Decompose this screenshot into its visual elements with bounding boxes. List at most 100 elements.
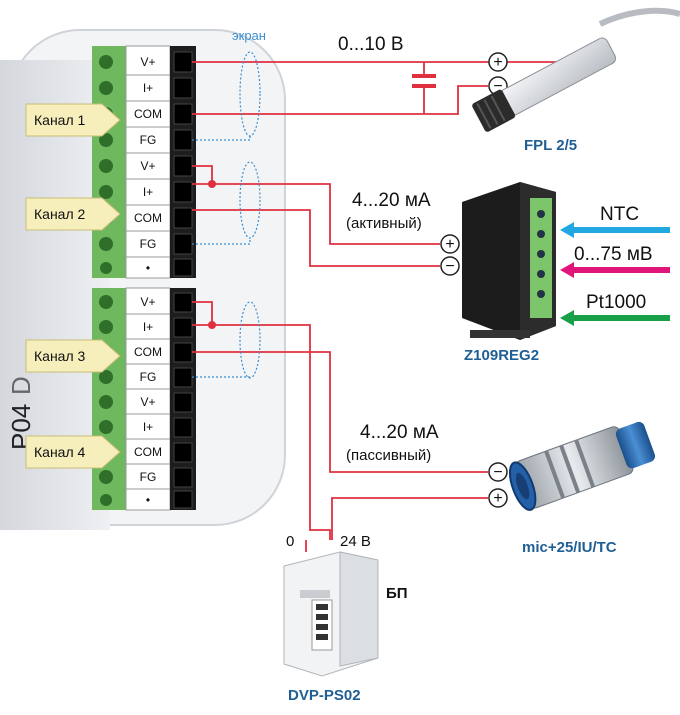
channel-tag-2: Канал 2 bbox=[25, 197, 121, 231]
terminal-block-bottom-labels bbox=[125, 287, 171, 511]
screw-icon bbox=[99, 55, 113, 69]
bp-label: БП bbox=[386, 585, 408, 602]
terminal-label: I+ bbox=[143, 320, 153, 334]
shield-wire-ch2 bbox=[192, 238, 251, 245]
input-ntc: NTC bbox=[560, 204, 670, 238]
arrow-left-icon bbox=[560, 262, 574, 278]
terminal-label: FG bbox=[140, 133, 157, 147]
terminal-label: V+ bbox=[140, 295, 155, 309]
terminal-label: I+ bbox=[143, 81, 153, 95]
terminal-row: V+ bbox=[99, 51, 193, 76]
wire-ps-24v bbox=[331, 497, 488, 540]
channel-tag-4: Канал 4 bbox=[25, 435, 121, 469]
ekran-label: экран bbox=[232, 28, 266, 43]
arrow-left-icon bbox=[560, 222, 574, 238]
svg-text:+: + bbox=[493, 490, 502, 507]
terminal-row: I+ bbox=[99, 77, 193, 102]
wire-ch3-bridge bbox=[192, 301, 213, 325]
screw-icon bbox=[99, 320, 113, 334]
minus-icon: − bbox=[440, 256, 460, 276]
ntc-label: NTC bbox=[600, 204, 639, 225]
dvp-ps02: БП DVP-PS02 bbox=[283, 551, 408, 704]
mic-sensor: mic+25/IU/TC bbox=[508, 421, 656, 556]
shield-loop-ch3 bbox=[239, 301, 261, 379]
channel-label: Канал 3 bbox=[34, 348, 86, 364]
active-note: (активный) bbox=[346, 215, 422, 232]
arrow-left-icon bbox=[560, 310, 574, 326]
screw-icon bbox=[99, 81, 113, 95]
z109reg2-converter: Z109REG2 bbox=[462, 182, 556, 364]
terminal-label: COM bbox=[134, 107, 162, 121]
mv-label: 0...75 мВ bbox=[574, 244, 653, 265]
current-active-label: 4...20 мА bbox=[352, 190, 431, 211]
minus-icon: − bbox=[488, 462, 508, 482]
svg-text:+: + bbox=[445, 236, 454, 253]
screw-icon bbox=[99, 395, 113, 409]
channel-label: Канал 4 bbox=[34, 444, 86, 460]
svg-text:−: − bbox=[493, 78, 502, 95]
wire-ch2-com bbox=[192, 209, 440, 267]
wire-ch2-bridge bbox=[192, 165, 213, 184]
fpl-filter-cap bbox=[472, 89, 516, 132]
ps-24v-label: 24 В bbox=[340, 533, 371, 550]
polarity-markers: + − + − − + bbox=[440, 52, 508, 508]
plus-icon: + bbox=[440, 234, 460, 254]
terminal-block-top-labels bbox=[125, 45, 171, 279]
screw-icon bbox=[99, 470, 113, 484]
wire-ch3-com bbox=[192, 351, 488, 473]
screw-icon bbox=[99, 185, 113, 199]
shield-wire-ch1 bbox=[192, 136, 251, 141]
wire-ch1-com bbox=[192, 85, 488, 115]
capacitor-icon bbox=[412, 74, 436, 88]
terminal-row: I+ bbox=[99, 317, 193, 340]
mic-connector bbox=[615, 421, 656, 469]
channel-tag-1: Канал 1 bbox=[25, 103, 121, 137]
wire-ch2-iplus bbox=[192, 183, 440, 245]
screw-icon bbox=[99, 295, 113, 309]
terminal-label: • bbox=[146, 493, 150, 507]
channel-label: Канал 1 bbox=[34, 112, 86, 128]
fpl-device-label: FPL 2/5 bbox=[524, 137, 577, 154]
terminal-label: FG bbox=[140, 370, 157, 384]
wires bbox=[192, 61, 590, 552]
current-passive-label: 4...20 мА bbox=[360, 422, 439, 443]
terminal-row: • bbox=[100, 258, 193, 277]
shield-wire-ch3 bbox=[192, 376, 251, 378]
screw-icon bbox=[100, 494, 112, 506]
fpl-cable bbox=[598, 7, 680, 27]
terminal-label: FG bbox=[140, 237, 157, 251]
channel-tags: Канал 1 Канал 2 Канал 3 Канал 4 bbox=[25, 103, 121, 469]
svg-text:−: − bbox=[493, 464, 502, 481]
terminal-label: COM bbox=[134, 445, 162, 459]
terminal-row: V+ bbox=[99, 392, 193, 415]
voltage-range-label: 0...10 В bbox=[338, 34, 404, 55]
terminal-row: FG bbox=[99, 467, 193, 490]
junction-dot bbox=[208, 180, 216, 188]
plus-icon: + bbox=[488, 52, 508, 72]
fpl-sensor: FPL 2/5 bbox=[472, 7, 680, 154]
wire-ch3-iplus bbox=[192, 324, 331, 540]
screw-icon bbox=[99, 370, 113, 384]
mic-device-label: mic+25/IU/TC bbox=[522, 539, 617, 556]
input-mv: 0...75 мВ bbox=[560, 244, 670, 278]
terminal-row: FG bbox=[99, 129, 193, 154]
plc-module: P04 D V+ I+ COM FG V+ I+ COM FG • V+ bbox=[0, 29, 286, 530]
terminal-row: V+ bbox=[99, 292, 193, 315]
input-pt: Pt1000 bbox=[560, 292, 670, 326]
screw-icon bbox=[99, 420, 113, 434]
z109-device-label: Z109REG2 bbox=[464, 347, 539, 364]
screw-icon bbox=[100, 262, 112, 274]
pt-label: Pt1000 bbox=[586, 292, 646, 313]
svg-text:+: + bbox=[493, 54, 502, 71]
passive-note: (пассивный) bbox=[346, 447, 431, 464]
shield-loops bbox=[192, 51, 261, 379]
terminal-row: I+ bbox=[99, 181, 193, 206]
terminal-label: COM bbox=[134, 345, 162, 359]
terminal-cells-top: V+ I+ COM FG V+ I+ COM FG • bbox=[99, 51, 193, 277]
junction-dot bbox=[208, 321, 216, 329]
screw-icon bbox=[99, 133, 113, 147]
shield-loop-ch2 bbox=[239, 161, 261, 239]
fpl-body bbox=[500, 37, 617, 116]
terminal-label: I+ bbox=[143, 185, 153, 199]
